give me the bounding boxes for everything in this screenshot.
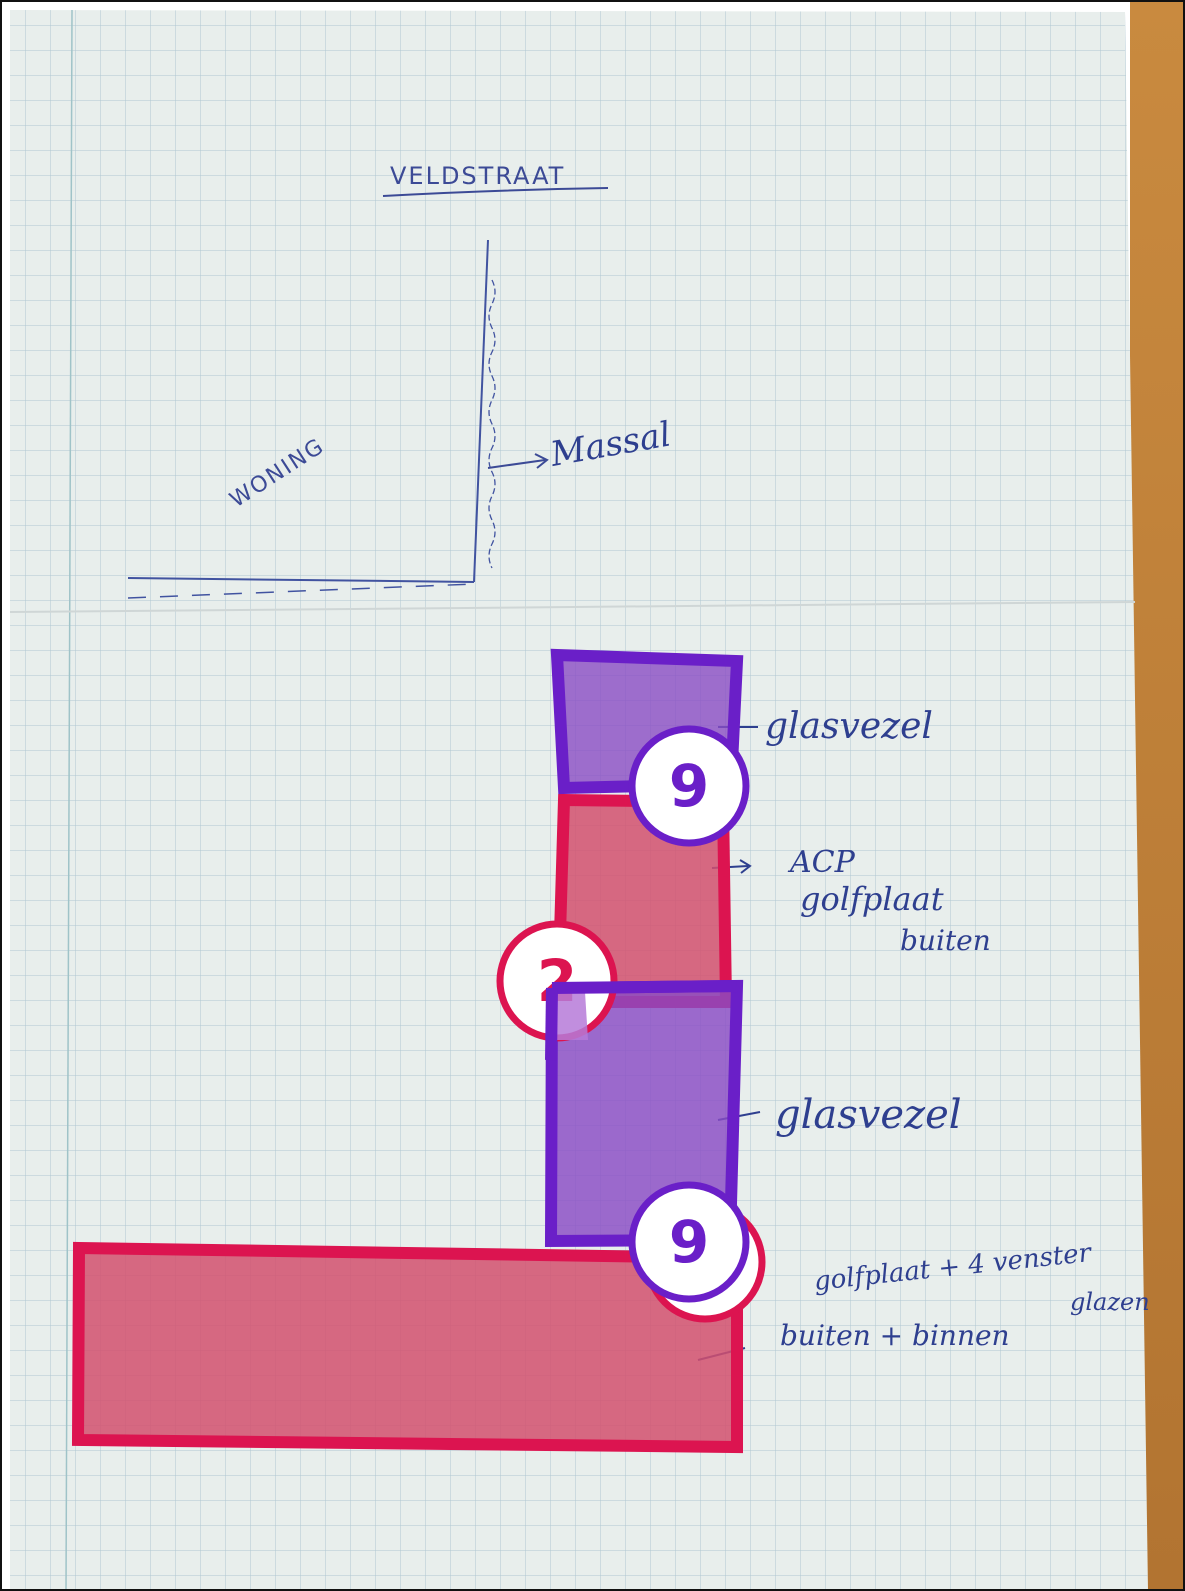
- annotation-glasvezel-2: glasvezel: [775, 1092, 962, 1138]
- badge-number: 9: [669, 752, 709, 820]
- paper-fold: [9, 601, 1136, 613]
- annotation-glasvezel-1: glasvezel: [765, 706, 933, 747]
- badge-number: 9: [669, 1208, 709, 1276]
- house-line: [127, 577, 475, 583]
- annotation-acp: ACP: [787, 845, 856, 880]
- annotation-buiten-binnen: buiten + binnen: [780, 1319, 1010, 1352]
- annotation-buiten: buiten: [900, 924, 991, 957]
- badge-2[interactable]: 2: [496, 920, 618, 1042]
- badge-9-top[interactable]: 9: [628, 725, 750, 847]
- street-label: VELDSTRAAT: [390, 162, 565, 190]
- annotation-glazen: glazen: [1070, 1288, 1150, 1316]
- badge-9-bottom[interactable]: 9: [628, 1181, 750, 1303]
- wall-line: [473, 239, 489, 583]
- annotation-golfplaat: golfplaat: [800, 880, 944, 918]
- region-red-bottom[interactable]: [71, 1241, 743, 1454]
